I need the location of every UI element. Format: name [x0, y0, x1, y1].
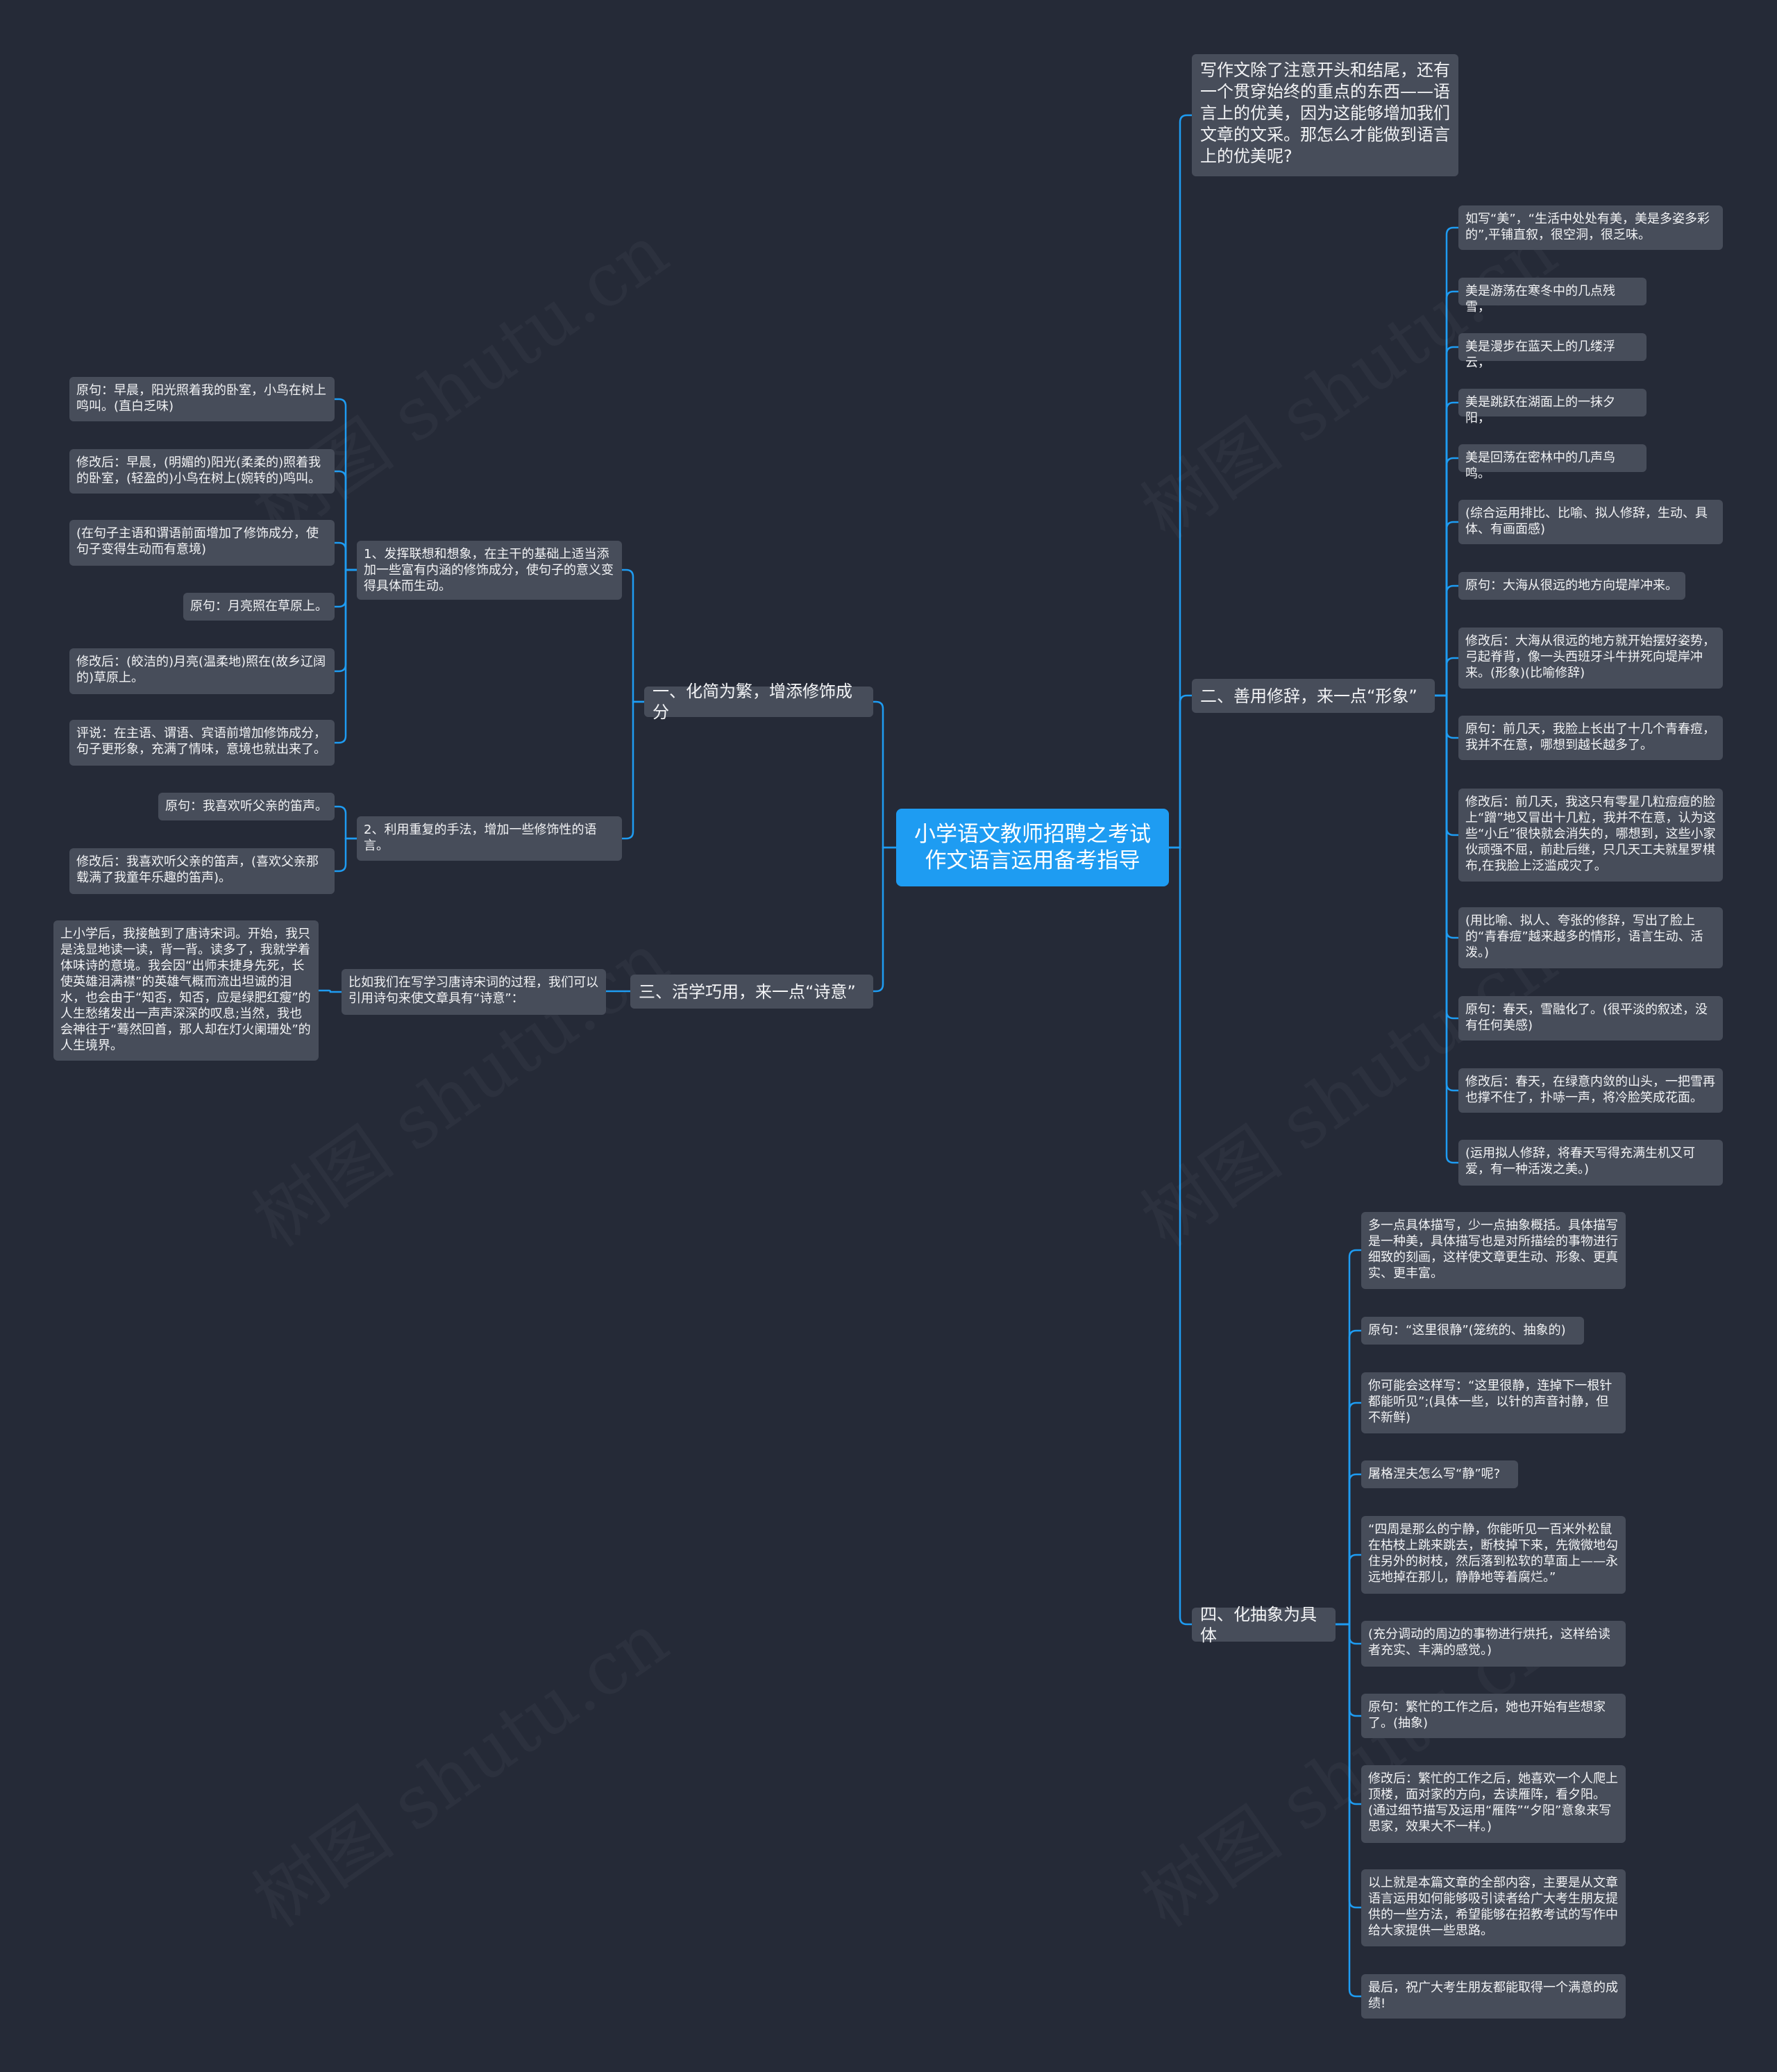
connector-line	[1435, 290, 1458, 697]
branch-3-sub-node[interactable]: 比如我们在写学习唐诗宋词的过程，我们可以引用诗句来使文章具有“诗意”：	[342, 969, 606, 1015]
branch-3-item[interactable]: 上小学后，我接触到了唐诗宋词。开始，我只是浅显地读一读，背一背。读多了，我就学着…	[53, 920, 319, 1061]
branch-1-sub-2-item[interactable]: 修改后：我喜欢听父亲的笛声，(喜欢父亲那载满了我童年乐趣的笛声)。	[69, 848, 335, 894]
connector-line	[1336, 1473, 1361, 1626]
branch-2-item[interactable]: 修改后：春天，在绿意内敛的山头，一把雪再也撑不住了，扑哧一声，将冷脸笑成花面。	[1458, 1068, 1723, 1113]
connector-line	[873, 846, 896, 993]
branch-2-item[interactable]: 修改后：大海从很远的地方就开始摆好姿势，弓起脊背，像一头西班牙斗牛拼死向堤岸冲来…	[1458, 628, 1723, 689]
connector-line	[1435, 584, 1458, 697]
branch-1-sub-1-item[interactable]: 原句：早晨，阳光照着我的卧室，小鸟在树上鸣叫。(直白乏味)	[69, 377, 335, 421]
branch-4-item[interactable]: 多一点具体描写，少一点抽象概括。具体描写是一种美，具体描写也是对所描绘的事物进行…	[1361, 1212, 1626, 1289]
branch-4-item[interactable]: 你可能会这样写：“这里很静，连掉下一根针都能听见”;(具体一些，以针的声音衬静，…	[1361, 1372, 1626, 1433]
branch-1-sub-1-item[interactable]: (在句子主语和谓语前面增加了修饰成分，使句子变得生动而有意境)	[69, 520, 335, 566]
connector-line	[1435, 346, 1458, 697]
branch-1-sub-1-item[interactable]: 原句：月亮照在草原上。	[183, 593, 335, 621]
branch-2-item[interactable]: 美是漫步在蓝天上的几缕浮云，	[1458, 333, 1647, 370]
connector-line	[1435, 521, 1458, 697]
connector-line	[622, 700, 644, 840]
connector-line	[1336, 1623, 1361, 1645]
connector-line	[335, 541, 357, 571]
connector-line	[1435, 401, 1458, 697]
branch-2-item[interactable]: (运用拟人修辞，将春天写得充满生机又可爱，有一种活泼之美。)	[1458, 1140, 1723, 1186]
branch-1-sub-1-item[interactable]: 评说：在主语、谓语、宾语前增加修饰成分，句子更形象，充满了情味，意境也就出来了。	[69, 720, 335, 766]
connector-line	[319, 989, 342, 993]
branch-3-node[interactable]: 三、活学巧用，来一点“诗意”	[630, 975, 873, 1009]
connector-line	[1169, 114, 1192, 849]
branch-2-item[interactable]: 美是跳跃在湖面上的一抹夕阳，	[1458, 389, 1647, 426]
branch-2-item[interactable]: 原句：前几天，我脸上长出了十几个青春痘，我并不在意，哪想到越长越多了。	[1458, 716, 1723, 760]
connector-line	[1336, 1553, 1361, 1626]
connector-line	[1435, 694, 1458, 1164]
connector-line	[335, 398, 357, 571]
branch-1-sub-2-item[interactable]: 原句：我喜欢听父亲的笛声。	[158, 793, 335, 820]
connector-line	[873, 700, 896, 849]
branch-1-sub-2-node[interactable]: 2、利用重复的手法，增加一些修饰性的语言。	[357, 816, 622, 861]
connector-line	[335, 805, 357, 840]
connector-line	[622, 568, 644, 703]
connector-line	[1336, 1401, 1361, 1626]
branch-2-item[interactable]: 原句：大海从很远的地方向堤岸冲来。	[1458, 572, 1685, 600]
connector-line	[1435, 657, 1458, 697]
connector-line	[1336, 1329, 1361, 1626]
branch-1-sub-1-item[interactable]: 修改后：早晨，(明媚的)阳光(柔柔的)照着我的卧室，(轻盈的)小鸟在树上(婉转的…	[69, 449, 335, 494]
connector-line	[1336, 1623, 1361, 1717]
branch-4-item[interactable]: “四周是那么的宁静，你能听见一百米外松鼠在枯枝上跳来跳去，断枝掉下来，先微微地勾…	[1361, 1516, 1626, 1594]
branch-4-node[interactable]: 四、化抽象为具体	[1192, 1605, 1336, 1645]
connector-line	[1169, 846, 1192, 1626]
branch-2-node[interactable]: 二、善用修辞，来一点“形象”	[1192, 679, 1435, 713]
branch-4-item[interactable]: (充分调动的周边的事物进行烘托，这样给读者充实、丰满的感觉。)	[1361, 1621, 1626, 1667]
branch-4-item[interactable]: 屠格涅夫怎么写“静”呢?	[1361, 1460, 1518, 1488]
branch-4-item[interactable]: 最后，祝广大考生朋友都能取得一个满意的成绩!	[1361, 1974, 1626, 2019]
connector-line	[1169, 694, 1192, 849]
branch-2-item[interactable]: (用比喻、拟人、夸张的修辞，写出了脸上的“青春痘”越来越多的情形，语言生动、活泼…	[1458, 907, 1723, 968]
connector-line	[1336, 1623, 1361, 1805]
branch-1-node[interactable]: 一、化简为繁，增添修饰成分	[644, 682, 873, 722]
branch-2-item[interactable]: 原句：春天，雪融化了。(很平淡的叙述，没有任何美感)	[1458, 996, 1723, 1041]
connector-line	[335, 837, 357, 873]
connector-line	[1336, 1623, 1361, 1909]
branch-2-item[interactable]: 美是游荡在寒冬中的几点残雪，	[1458, 278, 1647, 314]
branch-2-item[interactable]: 美是回荡在密林中的几声鸟鸣。	[1458, 444, 1647, 481]
branch-1-sub-1-item[interactable]: 修改后：(皎洁的)月亮(温柔地)照在(故乡辽阔的)草原上。	[69, 648, 335, 694]
branch-4-item[interactable]: 修改后：繁忙的工作之后，她喜欢一个人爬上顶楼，面对家的方向，去读雁阵，看夕阳。(…	[1361, 1765, 1626, 1843]
branch-4-item[interactable]: 原句：“这里很静”(笼统的、抽象的)	[1361, 1317, 1584, 1345]
root-node[interactable]: 小学语文教师招聘之考试作文语言运用备考指导	[896, 809, 1169, 886]
branch-4-item[interactable]: 原句：繁忙的工作之后，她也开始有些想家了。(抽象)	[1361, 1694, 1626, 1738]
connector-line	[335, 470, 357, 571]
connector-line	[1435, 457, 1458, 697]
connector-line	[1336, 1623, 1361, 1998]
connector-line	[1336, 1249, 1361, 1626]
connector-line	[1435, 226, 1458, 697]
branch-2-item[interactable]: 如写“美”，“生活中处处有美，美是多姿多彩的”,平铺直叙，很空洞，很乏味。	[1458, 205, 1723, 250]
branch-4-item[interactable]: 以上就是本篇文章的全部内容，主要是从文章语言运用如何能够吸引读者给广大考生朋友提…	[1361, 1869, 1626, 1946]
branch-2-item[interactable]: 修改后：前几天，我这只有零星几粒痘痘的脸上“蹭”地又冒出十几粒，我并不在意，认为…	[1458, 789, 1723, 882]
intro-node[interactable]: 写作文除了注意开头和结尾，还有一个贯穿始终的重点的东西——语言上的优美，因为这能…	[1192, 54, 1458, 176]
branch-2-item[interactable]: (综合运用排比、比喻、拟人修辞，生动、具体、有画面感)	[1458, 500, 1723, 544]
branch-1-sub-1-node[interactable]: 1、发挥联想和想象，在主干的基础上适当添加一些富有内涵的修饰成分，使句子的意义变…	[357, 541, 622, 600]
connector-line	[335, 568, 357, 744]
